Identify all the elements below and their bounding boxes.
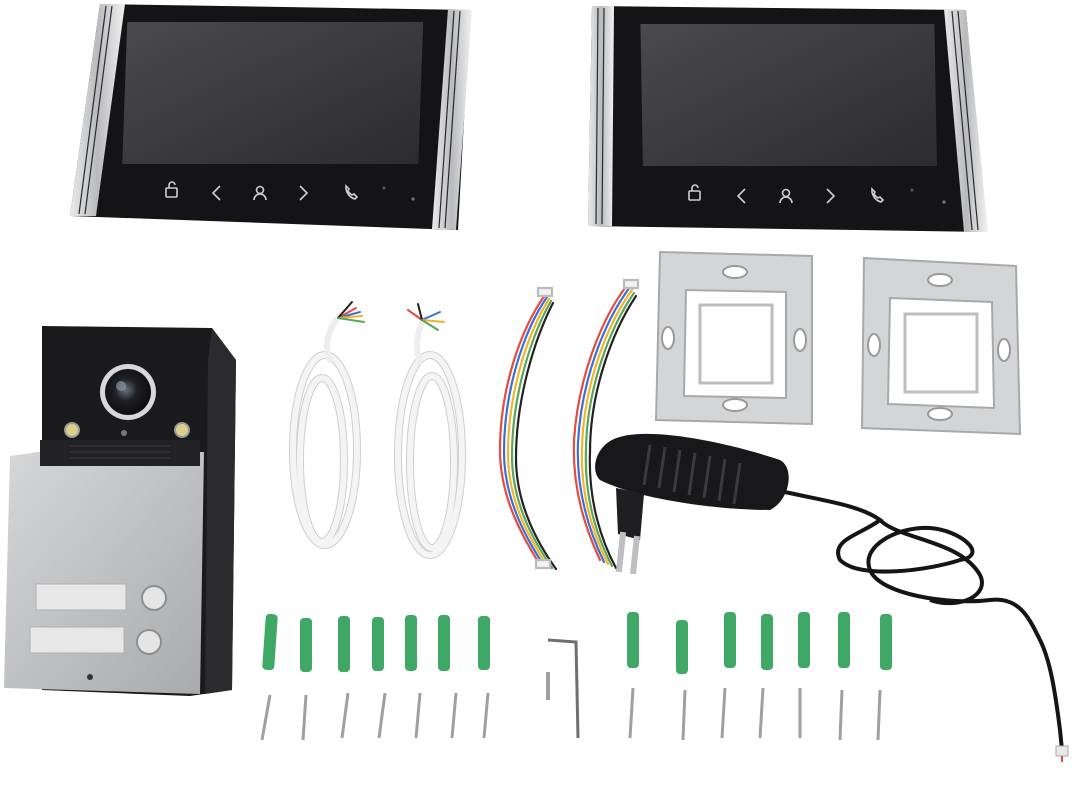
call-button-1 bbox=[141, 585, 167, 611]
plug-pin bbox=[630, 535, 640, 575]
unlock-icon bbox=[688, 184, 701, 201]
call-button-2 bbox=[136, 629, 162, 655]
ir-led-icon bbox=[174, 422, 190, 438]
indoor-monitor-2 bbox=[588, 6, 988, 232]
status-led bbox=[910, 188, 914, 192]
white-connection-cable-1 bbox=[289, 301, 365, 549]
wall-anchors-right bbox=[627, 612, 892, 674]
user-icon bbox=[253, 185, 267, 201]
power-adapter bbox=[595, 433, 1069, 762]
monitor-screen bbox=[640, 24, 937, 166]
right-arrow-icon bbox=[826, 188, 836, 204]
indoor-monitor-1 bbox=[70, 4, 472, 230]
left-arrow-icon bbox=[211, 185, 221, 201]
wall-anchors-left bbox=[262, 613, 490, 672]
name-plate-2 bbox=[29, 626, 125, 654]
colored-wire-harness-1 bbox=[498, 286, 558, 571]
phone-icon bbox=[871, 187, 885, 203]
monitor-buttons bbox=[688, 184, 885, 204]
screws-right bbox=[628, 687, 882, 741]
ir-led-icon bbox=[64, 422, 80, 438]
unlock-icon bbox=[165, 181, 178, 198]
monitor-screen bbox=[122, 22, 424, 164]
plug-pin bbox=[615, 531, 627, 573]
outdoor-doorbell-camera bbox=[4, 326, 236, 696]
monitor-buttons bbox=[165, 181, 359, 201]
screws-left bbox=[260, 692, 490, 741]
left-arrow-icon bbox=[736, 188, 746, 204]
name-plate-1 bbox=[35, 583, 127, 611]
mounting-bracket-2 bbox=[860, 256, 1022, 436]
user-icon bbox=[779, 188, 793, 204]
colored-wire-harness-2 bbox=[572, 278, 640, 570]
allen-key bbox=[547, 638, 580, 739]
phone-icon bbox=[345, 184, 359, 200]
power-cable bbox=[784, 490, 1064, 751]
right-arrow-icon bbox=[299, 185, 309, 201]
status-led bbox=[382, 186, 386, 190]
white-connection-cable-2 bbox=[394, 303, 466, 559]
mounting-bracket-1 bbox=[654, 250, 813, 426]
